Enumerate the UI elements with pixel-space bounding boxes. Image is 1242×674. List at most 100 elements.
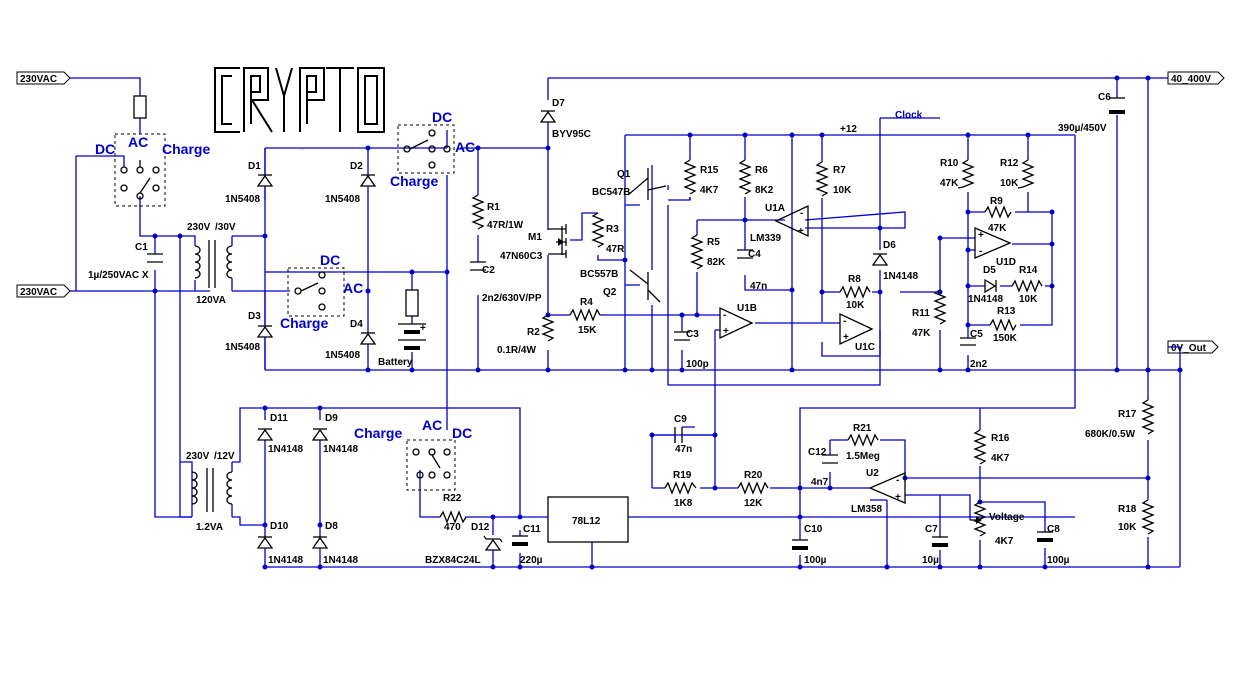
r20-value: 12K: [744, 498, 763, 509]
c3-ref: C3: [686, 329, 699, 340]
r6-value: 8K2: [755, 185, 774, 196]
component-labels: C1 1µ/250VAC X D1 1N5408 D2 1N5408 D3 1N…: [88, 92, 1137, 566]
pot-wiper-arrow: [976, 516, 982, 524]
transformer-2-primary: 230V: [186, 451, 210, 462]
r7-ref: R7: [833, 165, 846, 176]
r18-ref: R18: [1118, 504, 1137, 515]
c7-value: 10µ: [922, 555, 939, 566]
switch-3-dc-label: DC: [320, 252, 340, 268]
port-label-0v-out: 0V_Out: [1171, 343, 1207, 354]
port-label-40-400v: 40_400V: [1171, 74, 1211, 85]
q1-value: BC547B: [592, 187, 630, 198]
svg-text:-: -: [723, 310, 726, 321]
r7-value: 10K: [833, 185, 852, 196]
comparator-u1c: -+: [839, 312, 874, 346]
d3-value: 1N5408: [225, 342, 260, 353]
r3-ref: R3: [606, 224, 619, 235]
r19-ref: R19: [673, 470, 692, 481]
svg-text:-: -: [843, 316, 846, 327]
q1-ref: Q1: [617, 169, 631, 180]
r8-value: 10K: [846, 300, 865, 311]
r21-value: 1.5Meg: [846, 451, 880, 462]
d11-value: 1N4148: [268, 444, 303, 455]
d3-ref: D3: [248, 311, 261, 322]
c8-value: 100µ: [1047, 555, 1070, 566]
d7-value: BYV95C: [552, 129, 591, 140]
r2-value: 0.1R/4W: [497, 345, 536, 356]
u2-value: LM358: [851, 504, 883, 515]
switch-3-ac-label: AC: [343, 280, 363, 296]
r20-ref: R20: [744, 470, 763, 481]
svg-text:+: +: [895, 492, 901, 503]
r18-value: 10K: [1118, 522, 1137, 533]
r14-value: 10K: [1019, 294, 1038, 305]
r16-ref: R16: [991, 433, 1010, 444]
d11-ref: D11: [270, 413, 288, 424]
q2-ref: Q2: [603, 287, 617, 298]
r15-value: 4K7: [700, 185, 719, 196]
r1-ref: R1: [487, 202, 500, 213]
transistor-q2: [629, 269, 661, 303]
switch-1-dc-label: DC: [95, 141, 115, 157]
svg-text:-: -: [896, 475, 899, 486]
resistor-symbols: [439, 159, 1155, 537]
switch-2: DC AC Charge: [390, 109, 475, 189]
d6-value: 1N4148: [883, 271, 918, 282]
battery-ref: Battery: [378, 357, 413, 368]
r17-value: 680K/0.5W: [1085, 429, 1136, 440]
u2-ref: U2: [866, 468, 879, 479]
switch-4-ac-label: AC: [422, 417, 442, 433]
c5-ref: C5: [970, 329, 983, 340]
d4-ref: D4: [350, 319, 363, 330]
q2-value: BC557B: [580, 269, 618, 280]
r9-value: 47K: [988, 223, 1007, 234]
switch-4-charge-label: Charge: [354, 425, 402, 441]
d8-value: 1N4148: [323, 555, 358, 566]
battery-symbol: +: [398, 289, 426, 350]
transformer-1-primary: 230V: [187, 222, 211, 233]
comparator-u1a: -+: [774, 204, 809, 238]
r4-ref: R4: [580, 297, 593, 308]
switch-1: DC AC Charge: [76, 133, 210, 207]
output-port-hv: 40_400V: [1167, 71, 1225, 85]
mosfet-m1: [548, 224, 567, 258]
r13-ref: R13: [997, 306, 1016, 317]
c1-ref: C1: [135, 242, 148, 253]
d8-ref: D8: [325, 521, 338, 532]
svg-text:+: +: [798, 226, 804, 237]
r5-ref: R5: [707, 237, 720, 248]
switch-3-charge-label: Charge: [280, 315, 328, 331]
c11-value: 220µ: [520, 555, 543, 566]
d6-ref: D6: [883, 240, 896, 251]
d1-value: 1N5408: [225, 194, 260, 205]
m1-ref: M1: [528, 232, 542, 243]
diode-symbols: [256, 110, 997, 551]
switch-2-dc-label: DC: [432, 109, 452, 125]
switch-1-charge-label: Charge: [162, 141, 210, 157]
pot-ref: Voltage: [989, 512, 1025, 523]
transformer-1-rating: 120VA: [196, 295, 226, 306]
r8-ref: R8: [848, 274, 861, 285]
c11-ref: C11: [523, 524, 541, 535]
c9-leads: [674, 426, 695, 443]
r2-ref: R2: [527, 327, 540, 338]
c1-value: 1µ/250VAC X: [88, 270, 149, 281]
d5-value: 1N4148: [968, 294, 1003, 305]
input-port-top: 230VAC: [16, 71, 71, 85]
svg-text:+: +: [843, 332, 849, 343]
junction-dots: [152, 75, 1183, 570]
c4-value: 47n: [750, 281, 767, 292]
r14-ref: R14: [1019, 265, 1038, 276]
transistor-q1: [627, 168, 667, 200]
switch-2-ac-label: AC: [455, 139, 475, 155]
d2-value: 1N5408: [325, 194, 360, 205]
r19-value: 1K8: [674, 498, 693, 509]
switch-4: Charge AC DC: [354, 417, 472, 491]
r13-value: 150K: [993, 333, 1018, 344]
r17-ref: R17: [1118, 409, 1137, 420]
r11-value: 47K: [912, 328, 931, 339]
polarized-cap-plates: [512, 110, 1125, 550]
d12-ref: D12: [471, 522, 490, 533]
r10-ref: R10: [940, 158, 959, 169]
